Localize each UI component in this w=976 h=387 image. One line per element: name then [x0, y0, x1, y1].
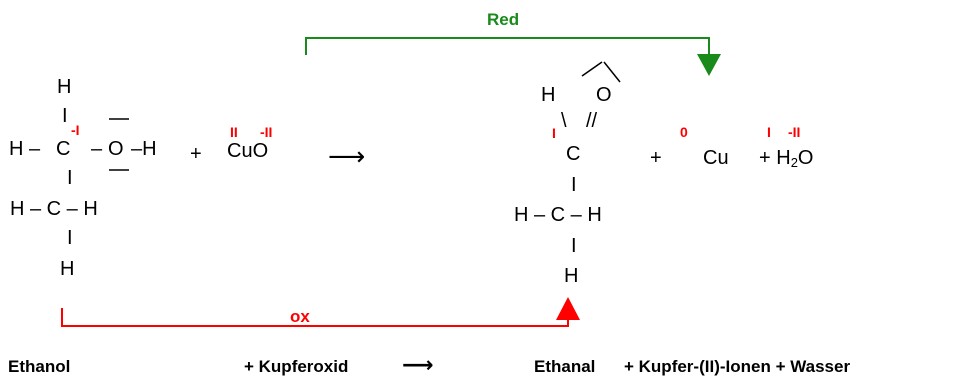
ethanal-co-double-bond: // — [586, 110, 598, 132]
oxidation-arrowhead — [556, 297, 580, 320]
ethanol-c-o-bond: – — [91, 138, 103, 160]
label-ethanol: Ethanol — [8, 357, 71, 376]
reduction-label: Red — [487, 10, 520, 29]
ethanol-bond-middle: I — [67, 167, 73, 189]
ethanal-bond-bottom: I — [571, 235, 577, 257]
ethanol-h-bottom: H — [60, 258, 75, 280]
label-kupferoxid: + Kupferoxid — [244, 357, 349, 376]
water-o-oxidation-number: -II — [788, 124, 801, 140]
reaction-arrow: ⟶ — [328, 141, 366, 171]
ethanol-ch3-row: H – C – H — [10, 198, 98, 220]
reduction-bracket — [305, 37, 710, 55]
ethanal-h-bottom: H — [564, 265, 579, 287]
copper-product: Cu — [703, 147, 729, 169]
label-arrow: ⟶ — [402, 352, 434, 377]
ethanol-bond-top: I — [62, 105, 68, 127]
plus-sign-1: + — [190, 143, 202, 165]
ethanol-h-top: H — [57, 76, 72, 98]
ethanol-o-h: –H — [131, 138, 157, 160]
reduction-arrowhead — [697, 54, 721, 76]
ethanol-c1: C — [56, 138, 71, 160]
ethanal-bond-middle: I — [571, 174, 577, 196]
ethanal-carbon: C — [566, 143, 581, 165]
ethanol-oxygen: O — [108, 138, 124, 160]
ethanal-ch3-row: H – C – H — [514, 204, 602, 226]
ethanol-h-left: H – — [9, 138, 41, 160]
cu-oxidation-number: II — [230, 124, 238, 140]
ethanol-bond-bottom: I — [67, 227, 73, 249]
o-oxidation-number: -II — [260, 124, 273, 140]
ethanal-ch-bond: \ — [561, 110, 567, 132]
ethanal-h-left: H — [541, 84, 556, 106]
ethanal-o-pair-left — [581, 61, 603, 77]
label-products: + Kupfer-(II)-Ionen + Wasser — [624, 357, 851, 376]
ethanol-c1-oxidation-number: -I — [71, 122, 80, 138]
label-ethanal: Ethanal — [534, 357, 596, 376]
h-oxidation-number: I — [767, 124, 771, 140]
cu-product-oxidation-number: 0 — [680, 124, 688, 140]
ethanal-oxygen: O — [596, 84, 612, 106]
oxidation-label: ox — [290, 307, 310, 326]
oxidation-bracket — [61, 308, 569, 327]
ethanal-o-pair-right — [603, 61, 621, 83]
plus-sign-2: + — [650, 147, 662, 169]
water-formula: + H2O — [759, 147, 814, 170]
ethanal-c-oxidation-number: I — [552, 125, 556, 141]
copper-oxide: CuO — [227, 140, 269, 162]
